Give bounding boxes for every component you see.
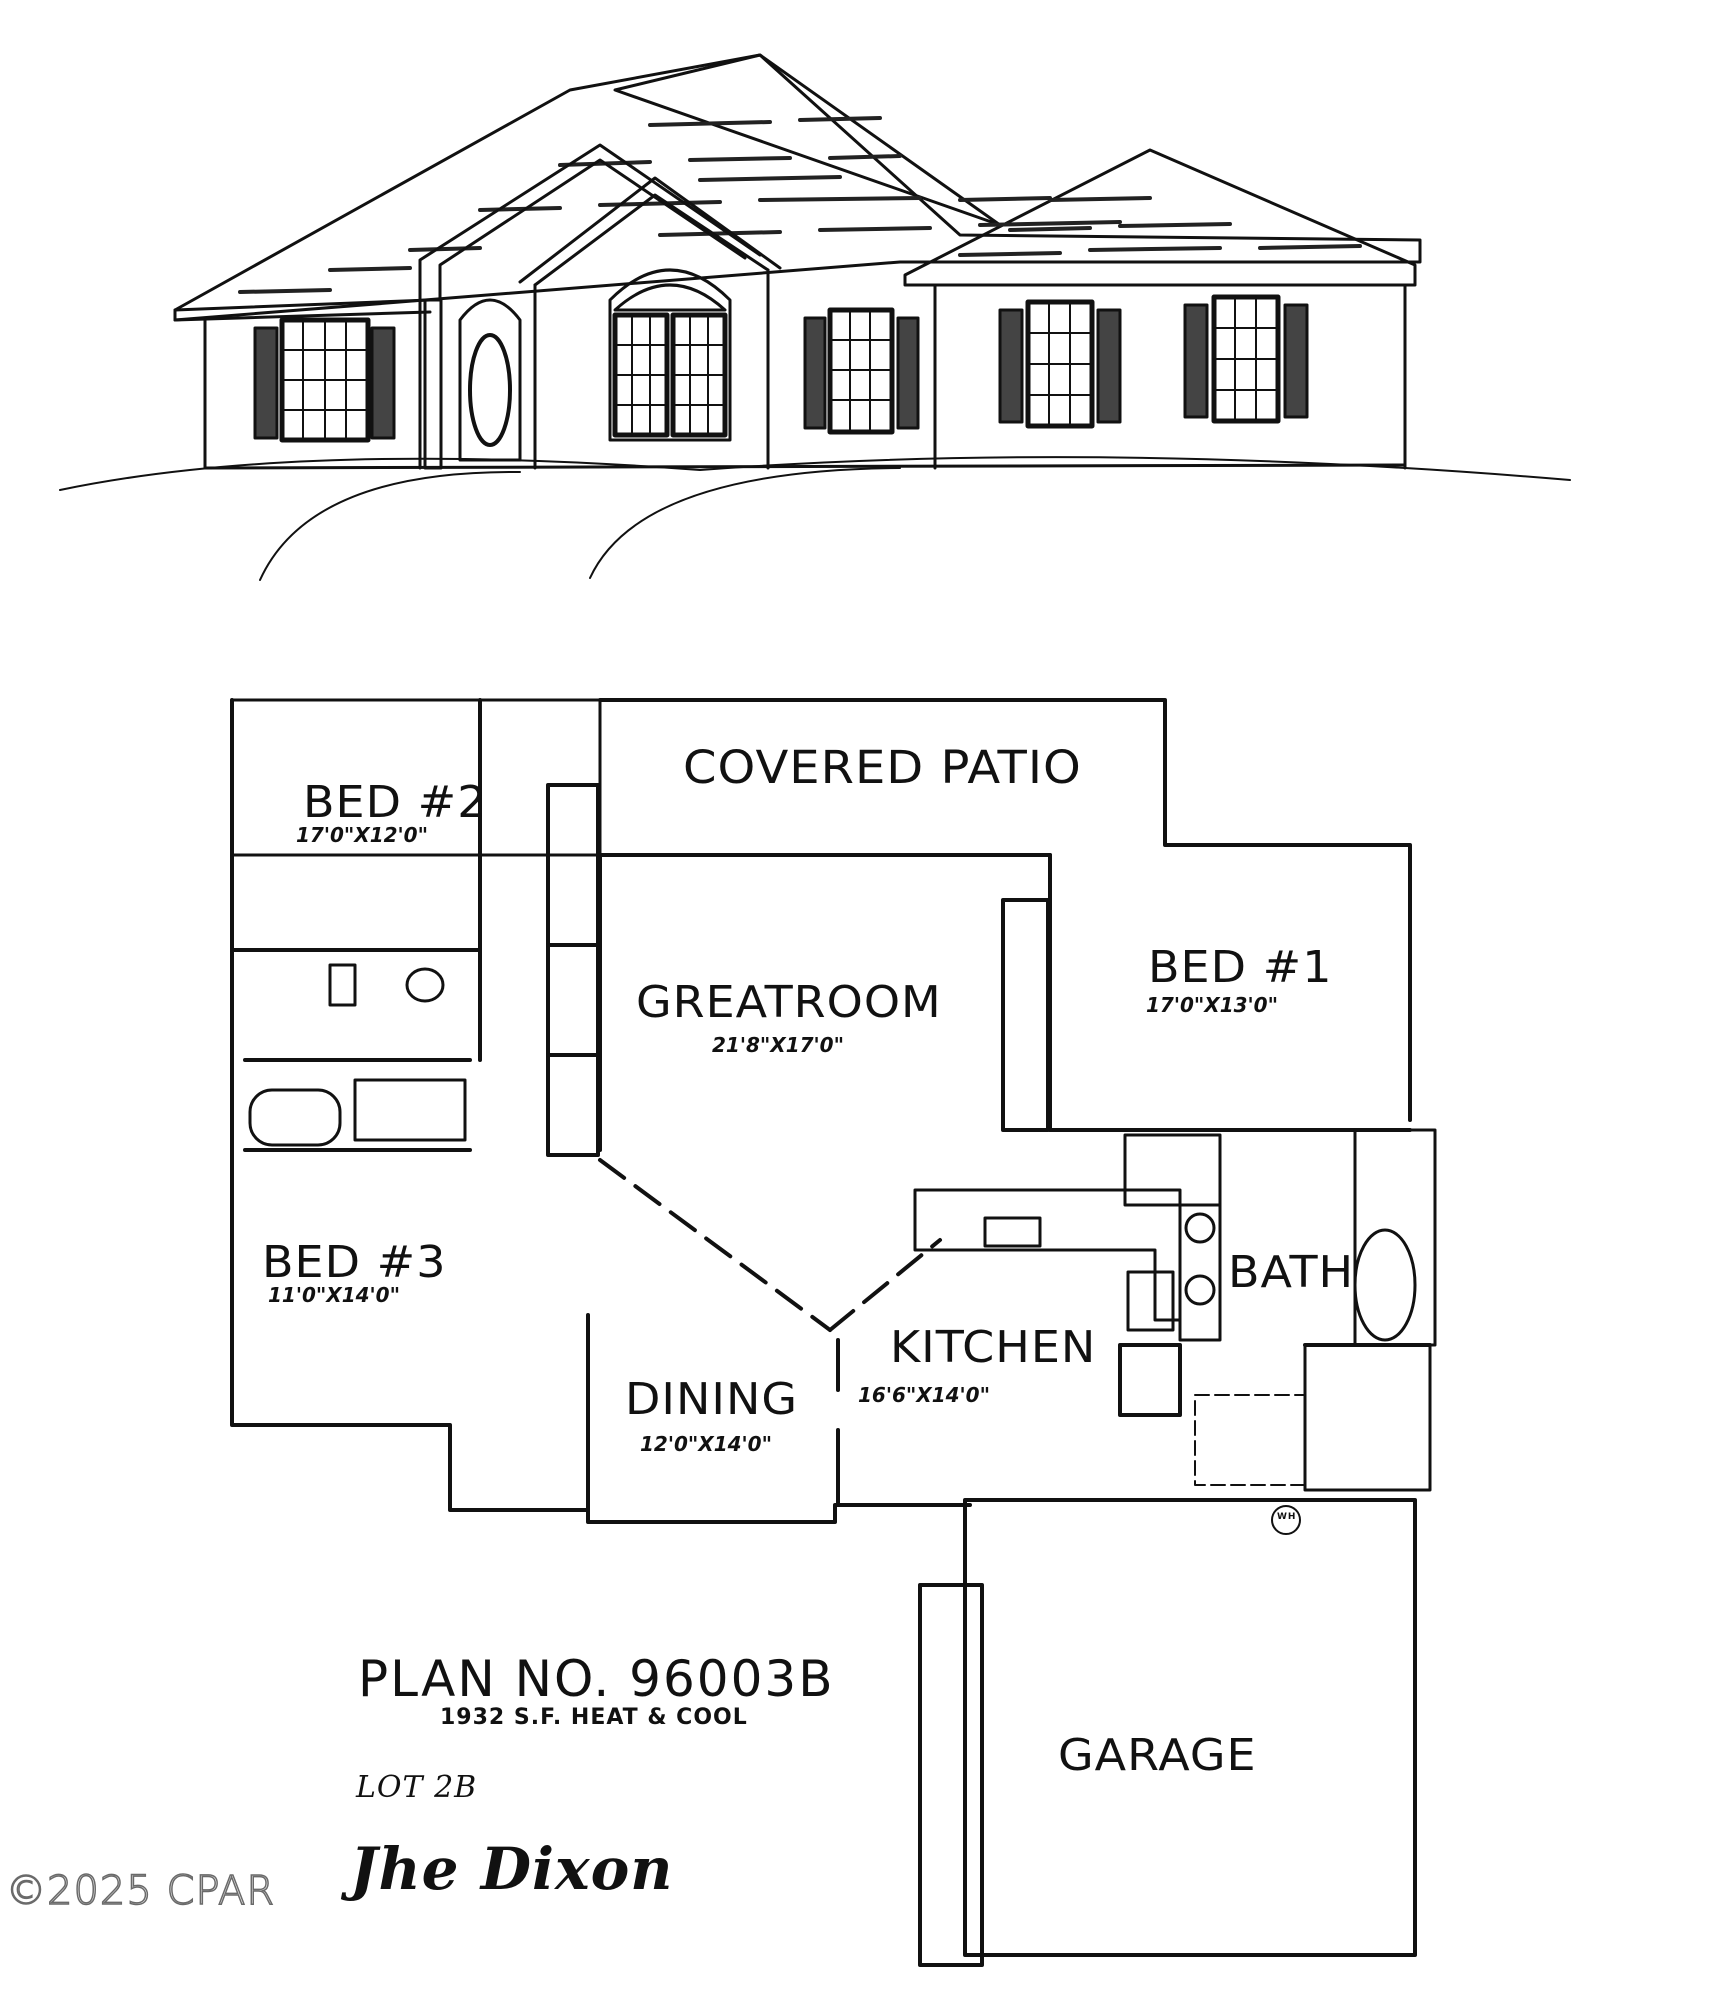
room-label-bed-1: BED #1: [1148, 941, 1333, 993]
room-label-dining: DINING: [625, 1373, 799, 1425]
plan-number: PLAN NO. 96003B: [358, 1650, 835, 1708]
plan-area: 1932 S.F. HEAT & COOL: [440, 1705, 748, 1730]
room-dimensions-kitchen: 16'6"X14'0": [858, 1383, 991, 1407]
room-label-garage: GARAGE: [1058, 1729, 1257, 1781]
room-label-greatroom: GREATROOM: [636, 976, 942, 1028]
room-label-bed-2: BED #2: [303, 776, 488, 828]
front-elevation: [59, 53, 1571, 581]
room-dimensions-greatroom: 21'8"X17'0": [712, 1033, 845, 1057]
copyright-watermark: ©2025 CPAR: [5, 1867, 276, 1915]
room-label-kitchen: KITCHEN: [890, 1321, 1097, 1373]
room-label-bed-3: BED #3: [262, 1236, 447, 1288]
signature: Jhe Dixon: [350, 1835, 674, 1903]
room-dimensions-dining: 12'0"X14'0": [640, 1432, 773, 1456]
room-dimensions-bed-1: 17'0"X13'0": [1146, 993, 1279, 1017]
lot-number: LOT 2B: [356, 1770, 478, 1805]
room-label-covered-patio: COVERED PATIO: [683, 741, 1082, 795]
room-label-bath: BATH: [1228, 1246, 1355, 1298]
room-dimensions-bed-3: 11'0"X14'0": [268, 1283, 401, 1307]
room-dimensions-bed-2: 17'0"X12'0": [296, 823, 429, 847]
water-heater-label: WH: [1277, 1512, 1297, 1522]
floor-plan: [230, 698, 1437, 1967]
